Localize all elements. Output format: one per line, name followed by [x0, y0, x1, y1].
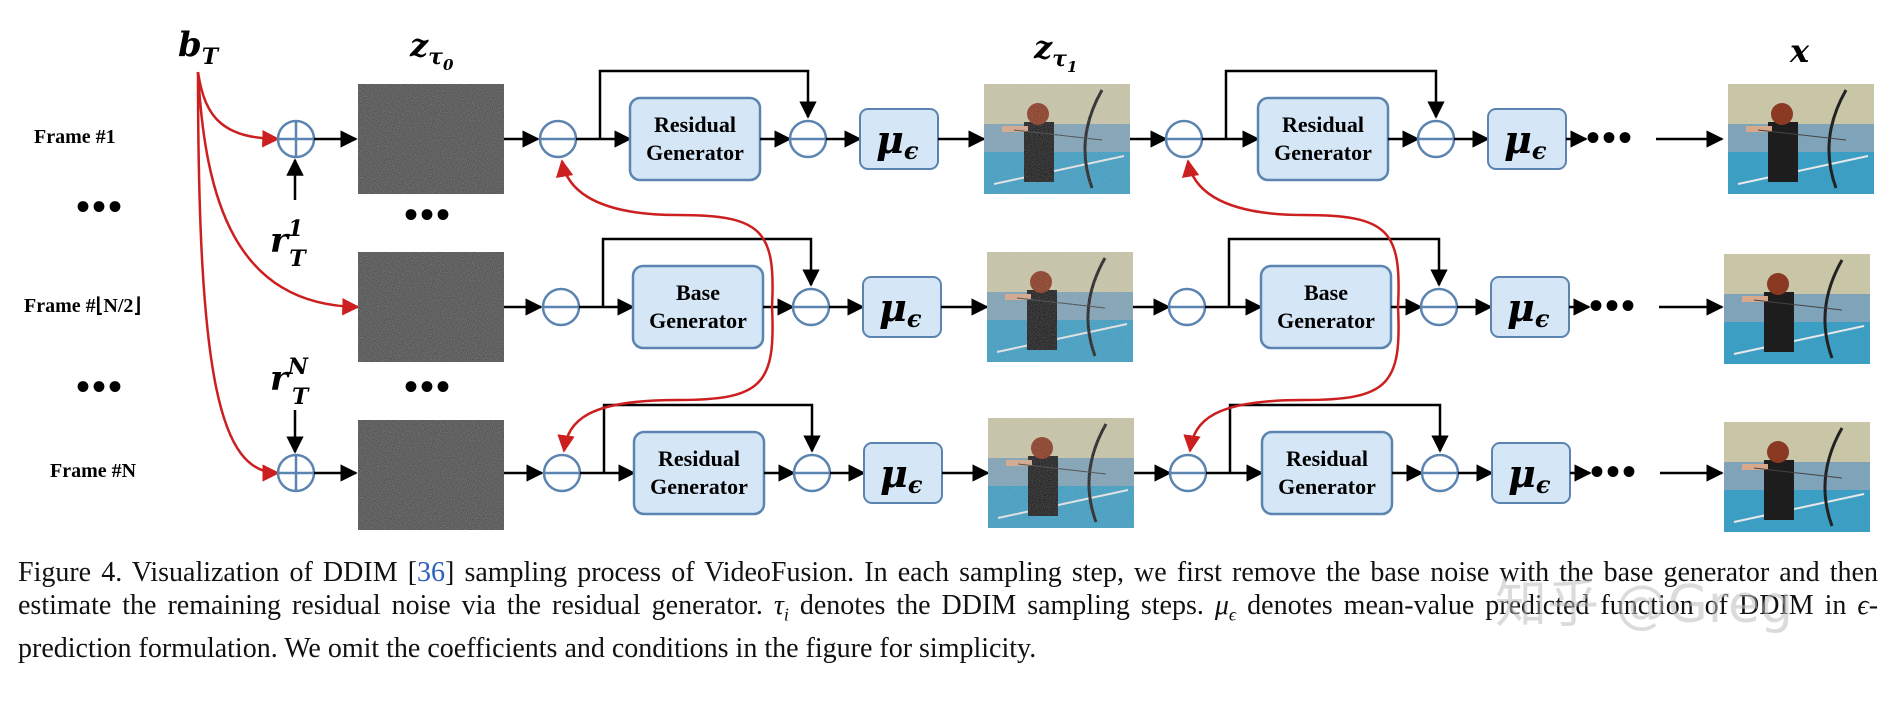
- residual-subtract-node-s2-row3: [1420, 453, 1460, 493]
- output-image-row1: [1726, 82, 1876, 196]
- output-image-row2: [1722, 252, 1872, 366]
- row-dots-left-2: •••: [76, 364, 124, 409]
- base-subtract-node-s1-row1: [538, 119, 578, 159]
- frame-label-mid: Frame #⌊N/2⌋: [24, 295, 141, 317]
- svg-text:Residual: Residual: [1286, 446, 1368, 471]
- base-subtract-node-s2-row3: [1168, 453, 1208, 493]
- residual-subtract-node-s2-row1: [1416, 119, 1456, 159]
- base-noise-arrow-up-s1: [555, 159, 774, 308]
- base-subtract-node-s1-row3: [542, 453, 582, 493]
- svg-text:Generator: Generator: [646, 140, 744, 165]
- dots-z0-1: •••: [404, 192, 452, 237]
- dots-z0-2: •••: [404, 364, 452, 409]
- base-noise-arrow-up-s2: [1181, 159, 1400, 308]
- mu-function-s2-row1: μϵ: [1487, 108, 1567, 170]
- z-tau0-symbol: zτ0: [409, 26, 454, 74]
- x-output-symbol: x: [1789, 32, 1810, 70]
- z-tau1-image-row2: [985, 250, 1135, 364]
- mu-function-s2-row3: μϵ: [1491, 442, 1571, 504]
- noise-image-row3: [358, 420, 504, 530]
- citation-link[interactable]: 36: [417, 557, 446, 588]
- residual-subtract-node-s1-row2: [791, 287, 831, 327]
- svg-text:Generator: Generator: [1278, 474, 1376, 499]
- noise-image-row1: [358, 84, 504, 194]
- add-node-row1: [276, 119, 316, 159]
- bypass-loop-s1-row1: [598, 69, 817, 139]
- svg-text:Generator: Generator: [1277, 308, 1375, 333]
- figure-caption: Figure 4. Visualization of DDIM [36] sam…: [18, 557, 1879, 664]
- dots-before-output-row2: •••: [1589, 283, 1637, 328]
- base-subtract-node-s2-row1: [1164, 119, 1204, 159]
- svg-text:Base: Base: [676, 280, 720, 305]
- bypass-loop-s2-row3: [1228, 403, 1449, 473]
- bypass-loop-s1-row2: [601, 237, 820, 307]
- bypass-loop-s2-row1: [1224, 69, 1445, 139]
- diagram-canvas: Frame #1 Frame #⌊N/2⌋ Frame #N ••• ••• b…: [24, 25, 1876, 534]
- row-dots-left-1: •••: [76, 184, 124, 229]
- bypass-loop-s2-row2: [1227, 237, 1448, 307]
- output-image-row3: [1722, 420, 1872, 534]
- svg-text:Generator: Generator: [650, 474, 748, 499]
- base-subtract-node-s1-row2: [541, 287, 581, 327]
- z-tau1-image-row1: [982, 82, 1132, 196]
- svg-text:Residual: Residual: [654, 112, 736, 137]
- frame-label-n: Frame #N: [50, 460, 137, 482]
- svg-text:μϵ: μϵ: [879, 285, 922, 333]
- z-tau1-image-row3: [986, 416, 1136, 530]
- svg-text:Generator: Generator: [1274, 140, 1372, 165]
- mu-function-s1-row3: μϵ: [863, 442, 943, 504]
- base-noise-arrow-down-s2: [1183, 306, 1400, 453]
- mu-function-s1-row2: μϵ: [862, 276, 942, 338]
- mu-function-s1-row1: μϵ: [859, 108, 939, 170]
- residual-subtract-node-s1-row1: [788, 119, 828, 159]
- svg-text:Base: Base: [1304, 280, 1348, 305]
- base-subtract-node-s2-row2: [1167, 287, 1207, 327]
- b-t-symbol: bT: [178, 25, 220, 70]
- base-noise-arrow-down-s1: [557, 306, 774, 453]
- dots-before-output-row1: •••: [1586, 115, 1634, 160]
- svg-text:Residual: Residual: [1282, 112, 1364, 137]
- bypass-loop-s1-row3: [602, 403, 821, 473]
- frame-label-1: Frame #1: [34, 126, 116, 148]
- noise-image-row2: [358, 252, 504, 362]
- residual-subtract-node-s1-row3: [792, 453, 832, 493]
- mu-function-s2-row2: μϵ: [1490, 276, 1570, 338]
- add-node-row3: [276, 453, 316, 493]
- dots-before-output-row3: •••: [1590, 449, 1638, 494]
- svg-text:Residual: Residual: [658, 446, 740, 471]
- z-tau1-symbol: zτ1: [1033, 28, 1077, 76]
- residual-subtract-node-s2-row2: [1419, 287, 1459, 327]
- svg-text:Generator: Generator: [649, 308, 747, 333]
- b-t-arrows: [196, 71, 360, 482]
